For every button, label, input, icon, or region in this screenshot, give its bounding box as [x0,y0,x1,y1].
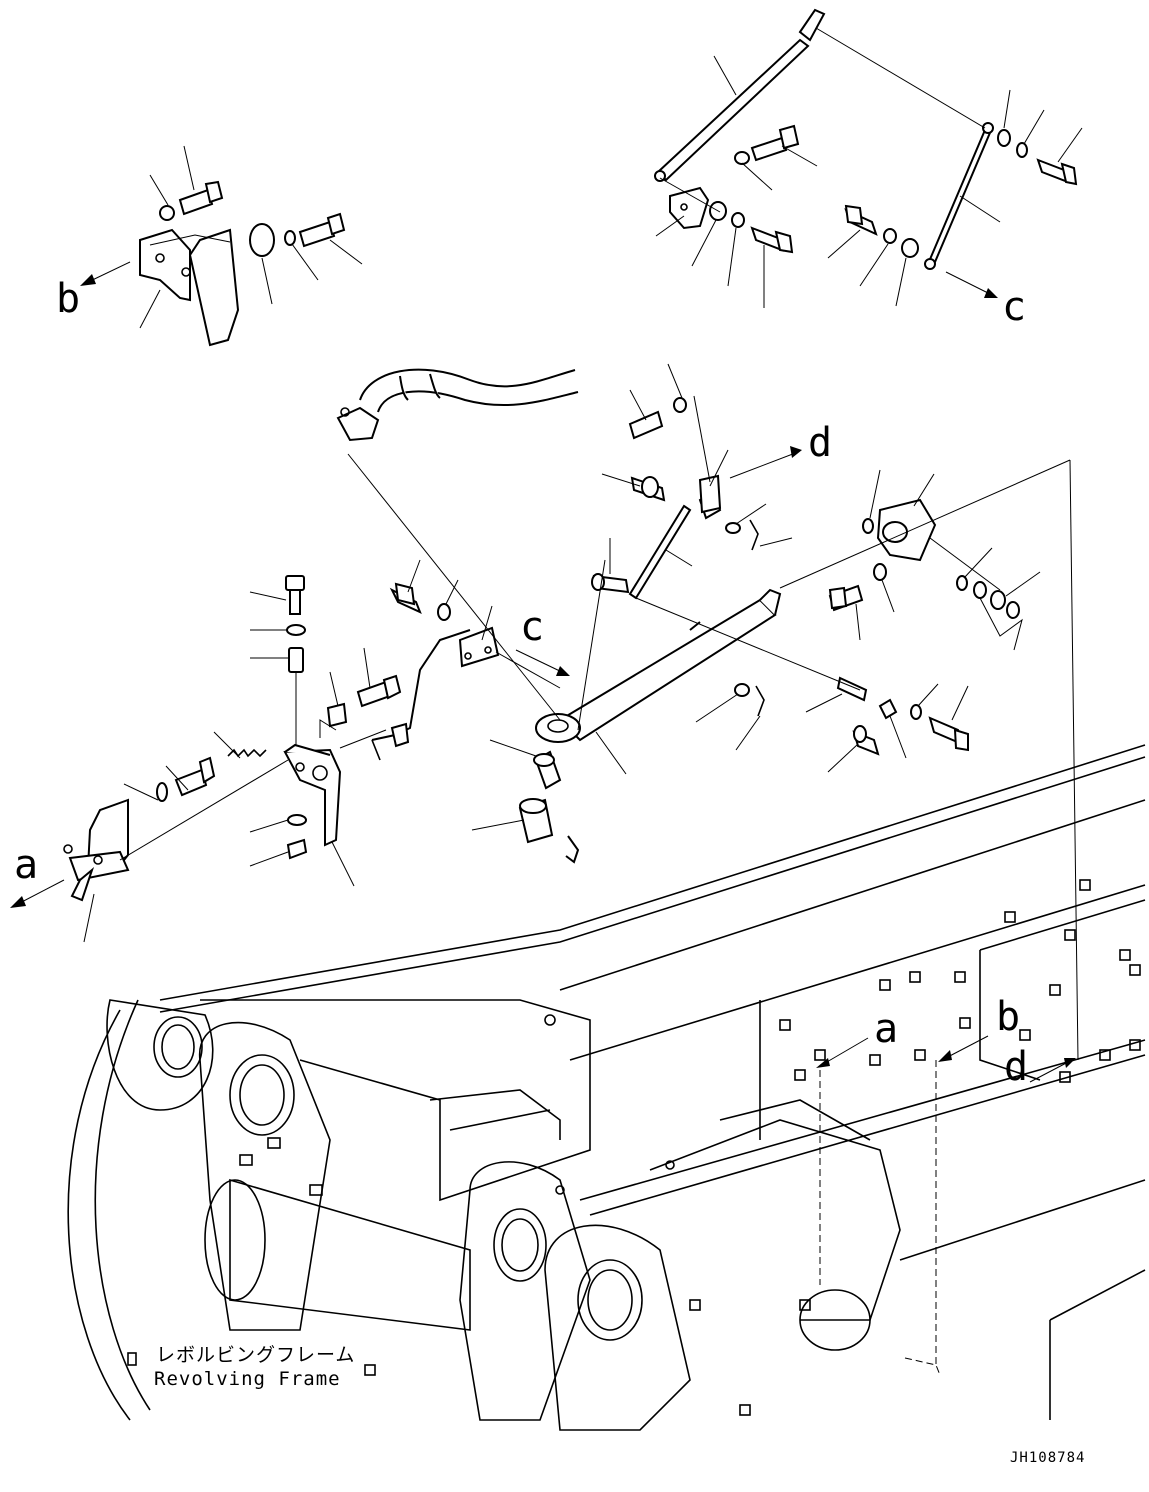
label-a-frame: a [874,1006,898,1052]
label-b-part: b [56,276,80,322]
label-d-part: d [808,420,832,466]
part-group-b [139,180,346,347]
part-group-c-top [654,8,1078,270]
drawing-number: JH108784 [1010,1450,1085,1466]
label-b-frame: b [996,994,1020,1040]
part-group-a [63,575,500,902]
label-c-arm: c [520,604,544,650]
label-d-frame: d [1004,1044,1028,1090]
label-c-part: c [1002,284,1026,330]
main-lever-arm [518,397,1020,864]
label-a-part: a [14,842,38,888]
frame-caption-japanese: レボルビングフレーム [156,1344,355,1366]
hose-assembly [336,368,579,442]
revolving-frame [67,744,1146,1431]
frame-caption-english: Revolving Frame [154,1368,341,1390]
reference-arrows [10,261,1076,1083]
leader-lines [83,27,1083,1376]
